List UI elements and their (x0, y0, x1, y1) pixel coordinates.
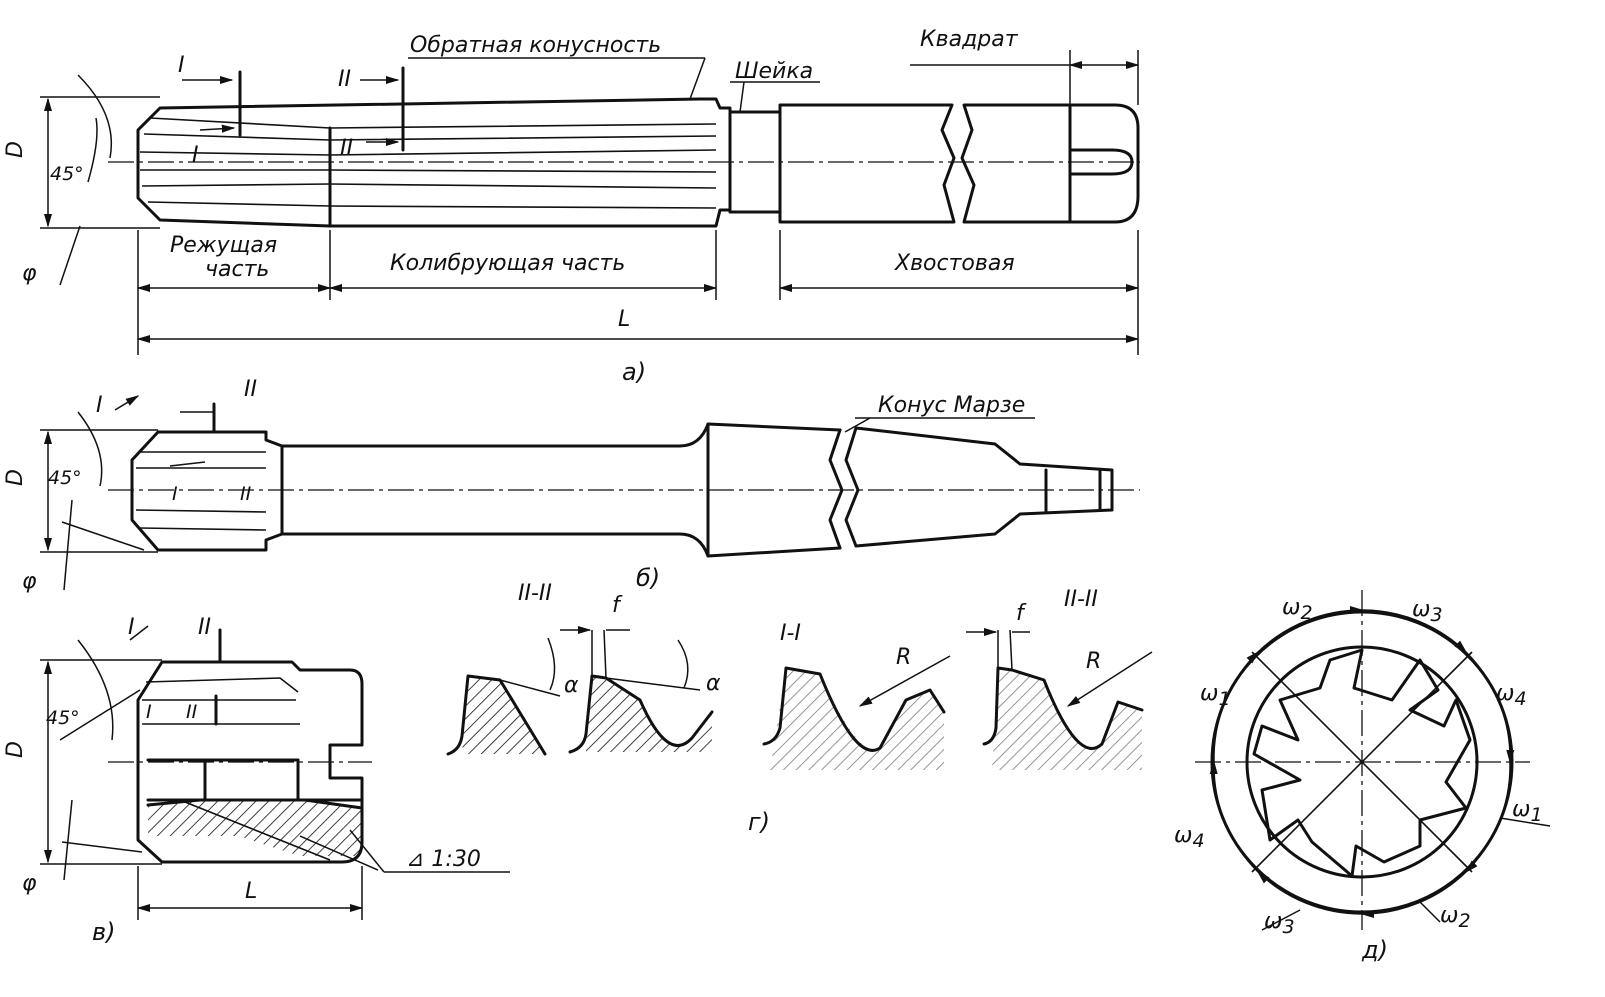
figure-g-tooth-profiles (446, 625, 1153, 770)
label-square: Квадрат (920, 27, 1019, 52)
label-angle-45-b: 45° (48, 467, 82, 489)
label-section-II-v-top: II (198, 615, 211, 640)
caption-v: в) (92, 918, 116, 946)
figure-b-machine-reamer (40, 395, 1140, 591)
label-phi-a: φ (22, 261, 37, 286)
label-phi-b: φ (22, 569, 37, 594)
label-section-I-b-bottom: I (172, 483, 178, 505)
label-phi-v: φ (22, 871, 37, 896)
label-shank: Хвостовая (894, 251, 1015, 276)
label-diameter-b: D (3, 469, 28, 486)
label-section-I-I: I-I (780, 621, 801, 646)
label-omega-3-bottom: ω3 (1264, 909, 1295, 938)
label-neck: Шейка (735, 59, 813, 84)
label-calibrating-part: Колибрующая часть (390, 251, 625, 276)
label-cutting-part-line1: Режущая (170, 233, 277, 258)
label-omega-2-bottom: ω2 (1440, 903, 1471, 932)
label-diameter-v: D (3, 741, 28, 758)
label-diameter-a: D (3, 141, 28, 158)
label-R-1: R (896, 645, 911, 670)
label-section-II-b-top: II (244, 377, 257, 402)
label-alpha-1: α (564, 673, 579, 698)
label-length-v: L (245, 879, 257, 904)
label-omega-2-top: ω2 (1282, 595, 1313, 624)
label-f-2: f (1016, 601, 1027, 626)
figure-a-labels: Обратная конусность Квадрат Шейка Режуща… (3, 27, 1019, 386)
caption-b: б) (636, 564, 660, 592)
label-reverse-taper: Обратная конусность (410, 33, 661, 58)
label-section-II-II-2: II-II (1064, 587, 1098, 612)
label-taper-ratio: ⊿ 1:30 (406, 847, 481, 872)
label-section-I-v-bottom: I (146, 701, 152, 723)
figure-v-labels: ⊿ 1:30 L D 45° φ I II I II в) (3, 615, 481, 946)
label-angle-45-a: 45° (50, 163, 84, 185)
label-omega-1-left: ω1 (1200, 681, 1231, 710)
caption-d: д) (1361, 936, 1388, 964)
label-section-I-a-top: I (178, 53, 185, 78)
label-length-a: L (618, 307, 630, 332)
label-omega-3-top: ω3 (1412, 597, 1443, 626)
figure-d-labels: ω2 ω3 ω1 ω4 ω1 ω4 ω3 ω2 д) (1174, 595, 1543, 964)
label-section-I-a-bottom: I (192, 143, 199, 168)
label-section-II-b-bottom: II (240, 483, 252, 505)
label-omega-4-right: ω4 (1496, 681, 1527, 710)
label-omega-4-left: ω4 (1174, 823, 1205, 852)
label-section-II-a-top: II (338, 67, 351, 92)
label-section-II-a-bottom: II (340, 136, 353, 161)
figure-a-hand-reamer (40, 50, 1140, 355)
label-R-2: R (1086, 649, 1101, 674)
label-alpha-2: α (706, 671, 721, 696)
label-section-II-v-bottom: II (186, 701, 198, 723)
label-angle-45-v: 45° (46, 707, 80, 729)
figure-g-labels: II-II f α α I-I R f II-II R г) (518, 581, 1101, 836)
caption-g: г) (748, 808, 770, 836)
figure-v-shell-reamer (40, 625, 510, 920)
label-section-I-b-top: I (96, 393, 103, 418)
label-omega-1-right: ω1 (1512, 797, 1543, 826)
caption-a: а) (622, 358, 646, 386)
label-section-I-v-top: I (128, 615, 135, 640)
figure-d-tooth-pitch (1195, 590, 1551, 931)
label-morse-taper: Конус Марзе (878, 393, 1025, 418)
label-section-II-II-1: II-II (518, 581, 552, 606)
label-f-1: f (612, 593, 623, 618)
figure-b-labels: Конус Марзе D 45° φ I II I II б) (3, 377, 1025, 594)
label-cutting-part-line2: часть (205, 257, 269, 282)
